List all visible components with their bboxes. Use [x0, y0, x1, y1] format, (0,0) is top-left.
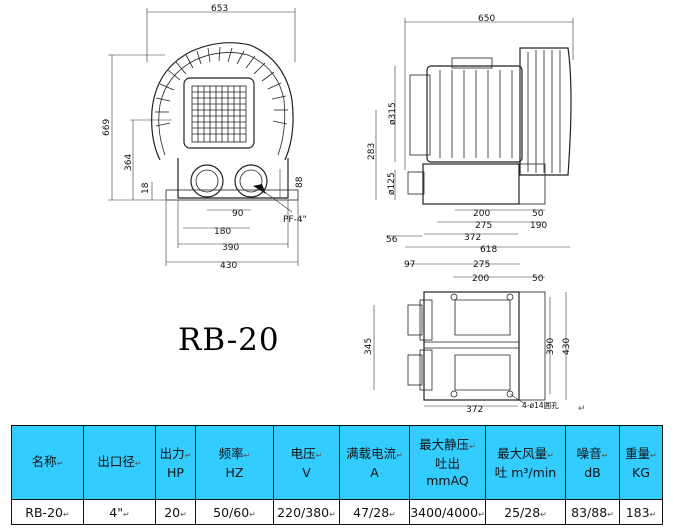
header-air-volume: 最大风量↵吐 m³/min [485, 425, 566, 500]
header-weight: 重量↵KG [619, 425, 663, 500]
cell-outlet: 4"↵ [83, 499, 156, 525]
dim-front-18: 18 [141, 182, 151, 194]
cell-name: RB-20↵ [11, 499, 84, 525]
dim-side-125: ø125 [387, 172, 397, 195]
cell-current: 47/28↵ [339, 499, 410, 525]
dim-bottom-372: 372 [466, 405, 483, 415]
dim-front-653: 653 [211, 4, 228, 14]
header-voltage: 电压↵V [273, 425, 340, 500]
dim-side-315: ø315 [388, 102, 398, 125]
dim-side-618: 618 [480, 245, 497, 255]
header-power: 出力↵HP [155, 425, 196, 500]
front-view: 653 669 364 18 [102, 4, 307, 271]
dim-side-372: 372 [464, 233, 481, 243]
dim-bottom-97: 97 [404, 260, 415, 270]
dim-side-283: 283 [367, 143, 377, 160]
header-current: 满载电流↵A [339, 425, 410, 500]
cell-weight: 183↵ [619, 499, 663, 525]
port-thread-label: PF-4" [283, 215, 307, 225]
dim-side-200: 200 [473, 209, 490, 219]
model-title: RB-20 [178, 322, 280, 358]
dim-front-430: 430 [220, 261, 237, 271]
bottom-view: 97 275 200 50 345 390 430 372 4-ø14圓孔 [364, 260, 572, 415]
dim-side-56: 56 [386, 235, 398, 245]
dim-side-650: 650 [478, 14, 495, 24]
technical-drawing: 653 669 364 18 [102, 4, 574, 415]
side-view: 650 ø315 283 ø125 200 50 [367, 14, 574, 255]
cell-air-volume: 25/28↵ [485, 499, 566, 525]
dim-bottom-430: 430 [562, 338, 572, 355]
cell-voltage: 220/380↵ [273, 499, 340, 525]
paragraph-mark: ↵ [578, 404, 586, 414]
spec-header-row: 名称↵ 出口径↵ 出力↵HP 频率↵HZ 电压↵V 满载电流↵A 最大静压↵吐出… [11, 425, 663, 500]
dim-bottom-50: 50 [532, 274, 544, 284]
dim-bottom-345: 345 [364, 338, 374, 355]
dim-front-180: 180 [214, 227, 231, 237]
mount-holes-label: 4-ø14圓孔 [522, 401, 559, 410]
dim-side-190: 190 [530, 221, 547, 231]
cell-static-pressure: 3400/4000↵ [409, 499, 486, 525]
dim-bottom-390: 390 [546, 338, 556, 355]
header-noise: 噪音↵dB [565, 425, 620, 500]
dim-side-50: 50 [532, 209, 544, 219]
dim-side-275: 275 [475, 221, 492, 231]
dim-bottom-200: 200 [472, 274, 489, 284]
cell-power: 20↵ [155, 499, 196, 525]
dim-front-390: 390 [222, 243, 239, 253]
header-name: 名称↵ [11, 425, 84, 500]
dim-bottom-275: 275 [473, 260, 490, 270]
cell-noise: 83/88↵ [565, 499, 620, 525]
dim-front-364: 364 [124, 154, 134, 171]
dim-front-88: 88 [295, 176, 305, 188]
dim-front-669: 669 [102, 119, 112, 136]
cell-frequency: 50/60↵ [195, 499, 274, 525]
header-outlet: 出口径↵ [83, 425, 156, 500]
spec-table: 名称↵ 出口径↵ 出力↵HP 频率↵HZ 电压↵V 满载电流↵A 最大静压↵吐出… [11, 425, 663, 525]
spec-data-row: RB-20↵ 4"↵ 20↵ 50/60↵ 220/380↵ 47/28↵ 34… [11, 499, 663, 525]
dim-front-90: 90 [232, 209, 244, 219]
header-frequency: 频率↵HZ [195, 425, 274, 500]
